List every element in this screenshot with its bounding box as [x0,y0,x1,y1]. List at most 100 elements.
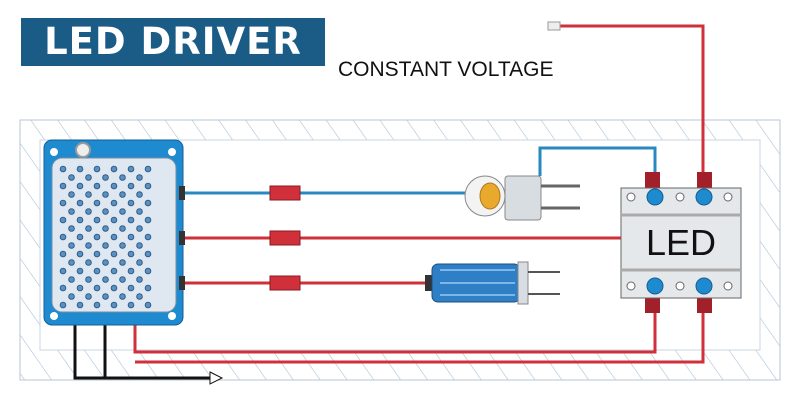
vent-hole [102,242,109,249]
vent-hole [76,267,84,275]
vent-hole [85,191,92,198]
vent-hole [76,284,84,292]
vent-hole [85,242,92,249]
vent-hole [127,182,135,190]
vent-hole [119,225,126,232]
vent-hole [119,191,126,198]
vent-holes [59,165,152,309]
led-driver-unit [43,139,185,326]
vent-hole [110,216,118,224]
vent-hole [110,165,118,173]
vent-hole [136,242,143,249]
vent-hole [68,208,75,215]
vent-hole [68,259,75,266]
led-terminal-module: LED [620,172,742,313]
vent-hole [102,259,109,266]
vent-hole [76,250,84,258]
vent-hole [136,225,143,232]
vent-hole [68,276,75,283]
vent-hole [59,199,67,207]
vent-hole [127,233,135,241]
vent-hole [93,199,101,207]
vent-hole [136,259,143,266]
vent-hole [119,208,126,215]
vent-hole [110,182,118,190]
vent-hole [102,191,109,198]
vent-hole [59,301,67,309]
vent-hole [59,284,67,292]
vent-hole [85,259,92,266]
vent-hole [59,267,67,275]
arrow-icon [209,371,224,385]
vent-hole [144,216,152,224]
subtitle: CONSTANT VOLTAGE [338,58,554,81]
vent-hole [85,174,92,181]
vent-hole [76,165,84,173]
vent-hole [93,165,101,173]
vent-hole [110,250,118,258]
vent-hole [110,301,118,309]
vent-hole [93,267,101,275]
vent-hole [119,293,126,300]
vent-hole [136,276,143,283]
vent-hole [59,182,67,190]
vent-hole [102,174,109,181]
vent-hole [93,301,101,309]
vent-hole [127,250,135,258]
vent-hole [119,259,126,266]
vent-hole [68,191,75,198]
vent-hole [127,284,135,292]
vent-hole [136,208,143,215]
vent-hole [85,225,92,232]
vent-hole [144,233,152,241]
vent-hole [119,276,126,283]
vent-hole [144,301,152,309]
vent-hole [110,199,118,207]
vent-hole [119,242,126,249]
vent-hole [127,267,135,275]
vent-hole [59,165,67,173]
vent-hole [68,293,75,300]
page-title: LED DRIVER [21,18,325,66]
vent-hole [144,182,152,190]
vent-hole [85,276,92,283]
vent-hole [93,233,101,241]
wires [73,24,705,380]
vent-hole [59,216,67,224]
vent-hole [127,216,135,224]
vent-hole [136,174,143,181]
vent-hole [144,267,152,275]
vent-hole [136,191,143,198]
vent-hole [93,216,101,224]
vent-hole [76,199,84,207]
vent-hole [59,250,67,258]
vent-hole [76,233,84,241]
vent-hole [59,233,67,241]
led-bulb [464,175,580,221]
vent-hole [127,301,135,309]
vent-hole [68,174,75,181]
vent-hole [93,284,101,292]
vent-hole [127,199,135,207]
plug-end [547,21,561,31]
vent-hole [76,216,84,224]
vent-hole [76,182,84,190]
vent-hole [102,225,109,232]
vent-hole [85,208,92,215]
vent-hole [102,276,109,283]
vent-hole [110,233,118,241]
vent-hole [144,199,152,207]
vent-hole [110,284,118,292]
vent-hole [93,250,101,258]
led-tube [425,261,560,305]
vent-hole [85,293,92,300]
vent-hole [76,301,84,309]
vent-hole [110,267,118,275]
vent-hole [93,182,101,190]
vent-hole [119,174,126,181]
module-label: LED [646,222,716,263]
vent-hole [102,208,109,215]
vent-hole [102,293,109,300]
fuses [269,185,301,291]
